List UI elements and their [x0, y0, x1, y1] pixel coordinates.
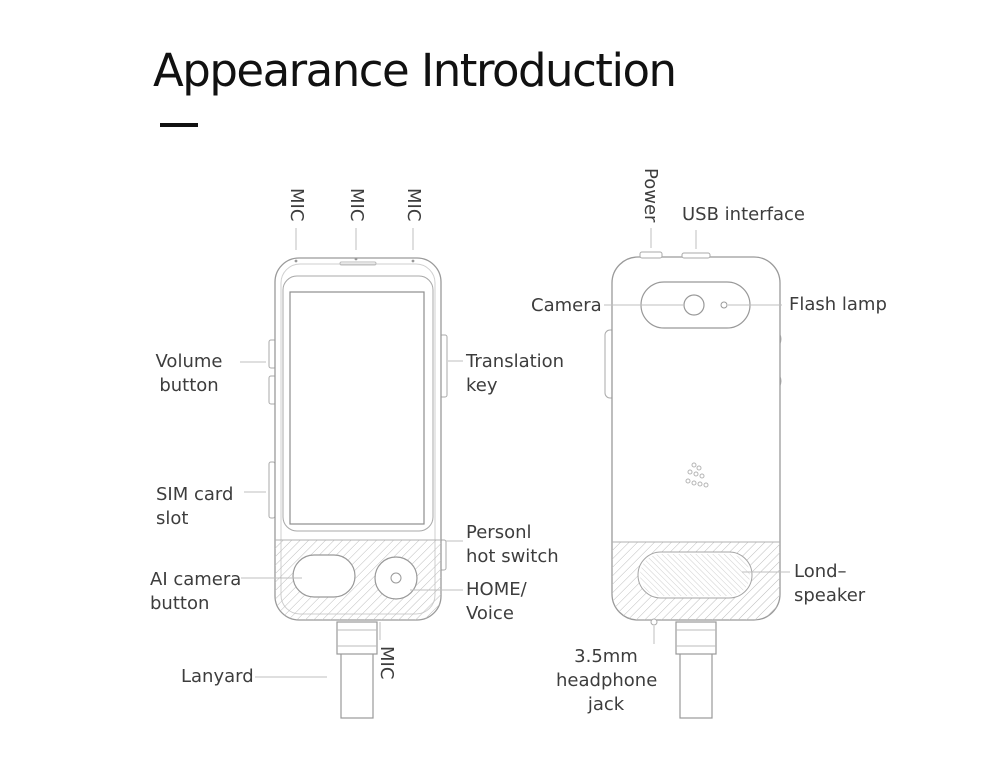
back-flash-lamp — [720, 301, 728, 309]
label-flash-lamp: Flash lamp — [789, 294, 887, 315]
front-screen — [289, 291, 425, 525]
back-lanyard-cord — [679, 649, 713, 719]
label-sim-card-slot: SIM card slot — [156, 484, 234, 529]
page-title: Appearance Introduction — [153, 44, 677, 97]
label-loudspeaker: Lond– speaker — [794, 561, 866, 606]
label-power: Power — [640, 168, 661, 223]
back-logo — [685, 462, 709, 488]
back-usb-port — [681, 252, 711, 259]
label-ai-camera-button: AI camera button — [150, 569, 242, 614]
front-ai-camera-button — [292, 554, 356, 598]
label-volume-button: Volume button — [155, 351, 223, 396]
label-headphone-jack: 3.5mm headphone jack — [556, 646, 658, 715]
front-lanyard-connector — [336, 621, 378, 655]
front-device — [240, 228, 463, 719]
label-usb-interface: USB interface — [682, 204, 805, 225]
back-headphone-jack — [650, 618, 658, 626]
back-device — [604, 228, 790, 719]
label-translation-key: Translation key — [466, 351, 565, 396]
label-mic-top-1: MIC — [286, 188, 307, 222]
label-mic-top-3: MIC — [403, 188, 424, 222]
label-lanyard: Lanyard — [181, 666, 254, 687]
label-mic-bottom: MIC — [376, 646, 397, 680]
back-lanyard-connector — [675, 621, 717, 655]
front-sim-slot — [268, 461, 276, 519]
title-underline — [160, 123, 198, 127]
label-home-voice: HOME/ Voice — [466, 579, 527, 624]
label-personal-hot-switch: Personl hot switch — [466, 522, 559, 567]
label-mic-top-2: MIC — [346, 188, 367, 222]
back-power-button — [639, 251, 663, 259]
back-camera-lens — [683, 294, 705, 316]
front-lanyard-cord — [340, 649, 374, 719]
label-camera: Camera — [531, 295, 602, 316]
